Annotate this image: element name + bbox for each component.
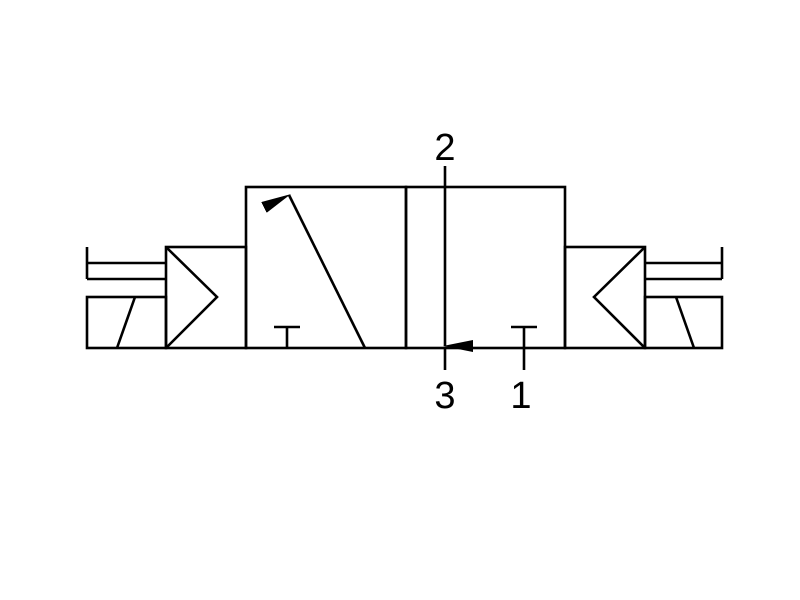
port-label-3: 3 — [434, 375, 455, 417]
blocked-port-icon — [511, 325, 537, 348]
valve-position-left — [244, 185, 408, 350]
port-label-1: 1 — [510, 375, 531, 417]
left-pilot-icon — [164, 245, 248, 350]
right-pilot-icon — [563, 245, 647, 350]
port-label-2: 2 — [434, 127, 455, 169]
left-solenoid-icon — [85, 247, 168, 350]
right-actuator — [563, 245, 724, 350]
port-connections — [443, 166, 526, 370]
left-actuator — [85, 245, 248, 350]
valve-position-right — [404, 185, 567, 352]
right-solenoid-icon — [643, 247, 724, 350]
blocked-port-icon — [274, 325, 300, 348]
flow-arrow-icon — [261, 194, 367, 349]
